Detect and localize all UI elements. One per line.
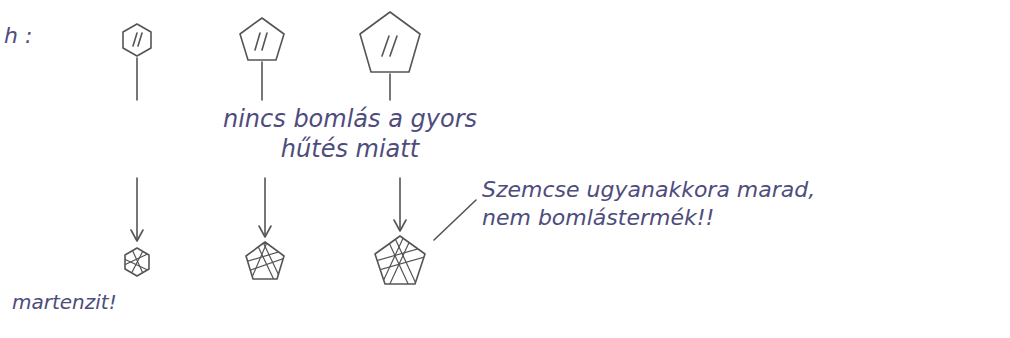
medium-grain	[240, 18, 284, 60]
phase-name: martenzit!	[12, 290, 172, 315]
large-grain	[360, 12, 420, 72]
remark-note: Szemcse ugyanakkora marad, nem bomláster…	[482, 176, 822, 231]
lamellar-grain	[375, 236, 425, 284]
process-note: nincs bomlás a gyors hűtés miatt	[200, 104, 500, 164]
small-grain	[123, 24, 151, 56]
corner-note: h :	[4, 22, 74, 50]
leader-line	[434, 200, 476, 240]
